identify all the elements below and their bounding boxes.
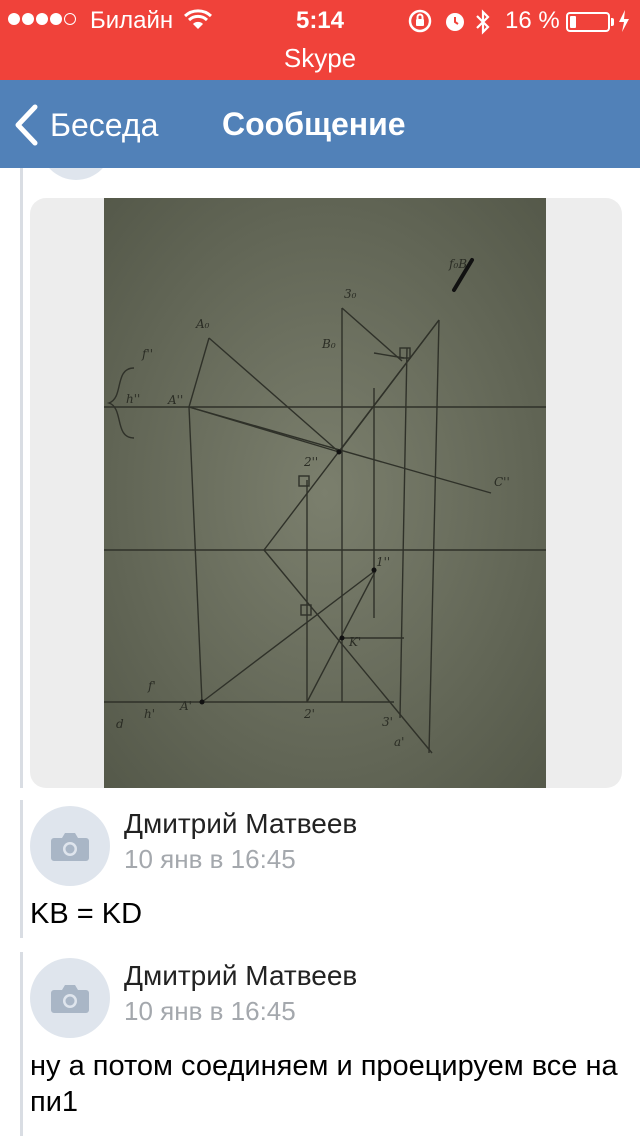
svg-text:f₀B: f₀B	[448, 257, 467, 271]
chevron-left-icon	[15, 104, 38, 146]
svg-text:f': f'	[147, 679, 156, 693]
signal-strength-icon	[8, 13, 76, 25]
svg-text:2'': 2''	[303, 455, 318, 469]
message-date: 10 янв в 16:45	[124, 844, 296, 874]
svg-text:K': K'	[348, 635, 361, 649]
avatar[interactable]	[30, 958, 110, 1038]
svg-text:3': 3'	[382, 715, 393, 729]
wifi-icon	[184, 9, 212, 29]
return-to-app-label[interactable]: Skype	[283, 43, 357, 73]
svg-text:1'': 1''	[376, 555, 390, 569]
message-date: 10 янв в 16:45	[124, 996, 296, 1026]
rotation-lock-icon	[408, 9, 432, 33]
message-thread[interactable]: f₀B 3₀ A₀ B₀ f'' h'' A'' C'' 2'' 1'' K' …	[0, 168, 640, 1136]
back-button[interactable]: Беседа	[14, 102, 158, 148]
svg-text:C'': C''	[494, 475, 510, 489]
battery-icon	[566, 12, 610, 32]
status-bar: Билайн 5:14 16 % Skype	[0, 0, 640, 80]
avatar[interactable]	[30, 806, 110, 886]
message-text: ну а потом соединяем и проецируем все на…	[30, 1050, 618, 1118]
camera-icon	[51, 833, 89, 861]
navigation-bar: Беседа Сообщение	[0, 80, 640, 168]
photo-attachment-card: f₀B 3₀ A₀ B₀ f'' h'' A'' C'' 2'' 1'' K' …	[30, 198, 622, 788]
bluetooth-icon	[476, 9, 490, 35]
charging-icon	[619, 10, 629, 32]
svg-text:f'': f''	[141, 347, 153, 361]
svg-text:A': A'	[179, 699, 192, 713]
alarm-icon	[446, 13, 464, 31]
svg-text:B₀: B₀	[321, 337, 336, 351]
svg-text:a': a'	[394, 735, 404, 749]
svg-text:A₀: A₀	[195, 317, 210, 331]
svg-text:h': h'	[144, 707, 155, 721]
camera-icon	[51, 985, 89, 1013]
svg-text:h'': h''	[126, 392, 140, 406]
message-text: KB = KD	[30, 898, 143, 930]
svg-text:2': 2'	[303, 707, 315, 721]
back-button-label: Беседа	[50, 106, 159, 143]
svg-text:3₀: 3₀	[344, 287, 357, 301]
page-title: Сообщение	[222, 106, 406, 142]
carrier-name: Билайн	[90, 7, 174, 34]
message-author[interactable]: Дмитрий Матвеев	[124, 808, 358, 839]
svg-text:d: d	[116, 717, 124, 731]
battery-percentage: 16 %	[505, 7, 560, 34]
message-author[interactable]: Дмитрий Матвеев	[124, 960, 358, 991]
svg-text:A'': A''	[167, 393, 183, 407]
clock: 5:14	[295, 7, 345, 34]
avatar	[40, 168, 112, 180]
photo-attachment[interactable]: f₀B 3₀ A₀ B₀ f'' h'' A'' C'' 2'' 1'' K' …	[104, 198, 546, 788]
